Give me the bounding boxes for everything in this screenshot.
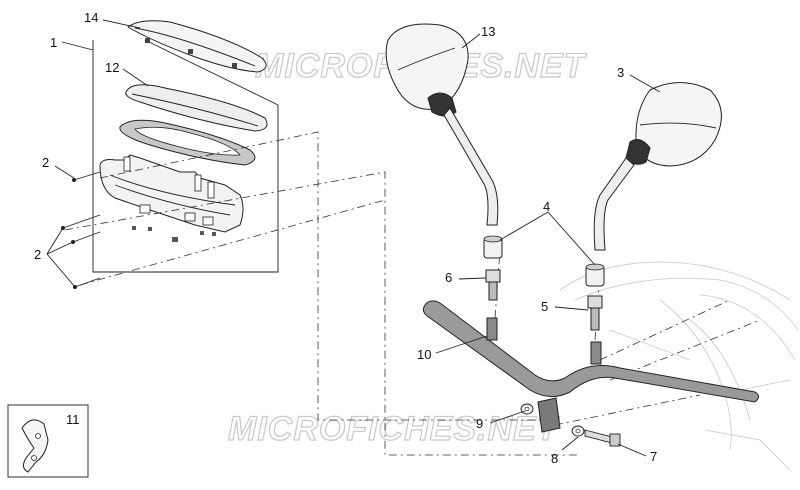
screw-set xyxy=(61,171,101,289)
callout-6: 6 xyxy=(445,270,452,285)
handlebar xyxy=(422,300,759,433)
bracket-box xyxy=(7,404,89,478)
callout-4: 4 xyxy=(543,199,550,214)
callout-3: 3 xyxy=(617,65,624,80)
mirror-left xyxy=(385,23,499,226)
gasket xyxy=(119,119,256,166)
callout-7: 7 xyxy=(650,449,657,464)
instrument-cover xyxy=(127,20,267,73)
callout-9: 9 xyxy=(476,416,483,431)
cover-ring xyxy=(125,84,268,132)
callout-11: 11 xyxy=(66,412,80,427)
callout-labels: 14 1 12 2 2 13 3 4 6 5 10 9 8 7 11 xyxy=(34,10,657,466)
rubber-bushings xyxy=(483,235,605,287)
mirror-right xyxy=(593,82,722,251)
callout-12: 12 xyxy=(105,60,119,75)
callout-14: 14 xyxy=(84,10,98,25)
callout-5: 5 xyxy=(541,299,548,314)
instrument-housing xyxy=(99,154,244,242)
callout-1: 1 xyxy=(50,35,57,50)
leader-lines xyxy=(46,19,661,457)
watermark-bottom: MICROFICHES.NET xyxy=(228,410,561,448)
callout-2-upper: 2 xyxy=(42,155,49,170)
callout-8: 8 xyxy=(551,451,558,466)
callout-13: 13 xyxy=(481,24,495,39)
callout-2-lower: 2 xyxy=(34,247,41,262)
callout-10: 10 xyxy=(417,347,431,362)
instrument-cluster-group xyxy=(61,20,279,289)
mirror-adapters xyxy=(485,269,603,331)
